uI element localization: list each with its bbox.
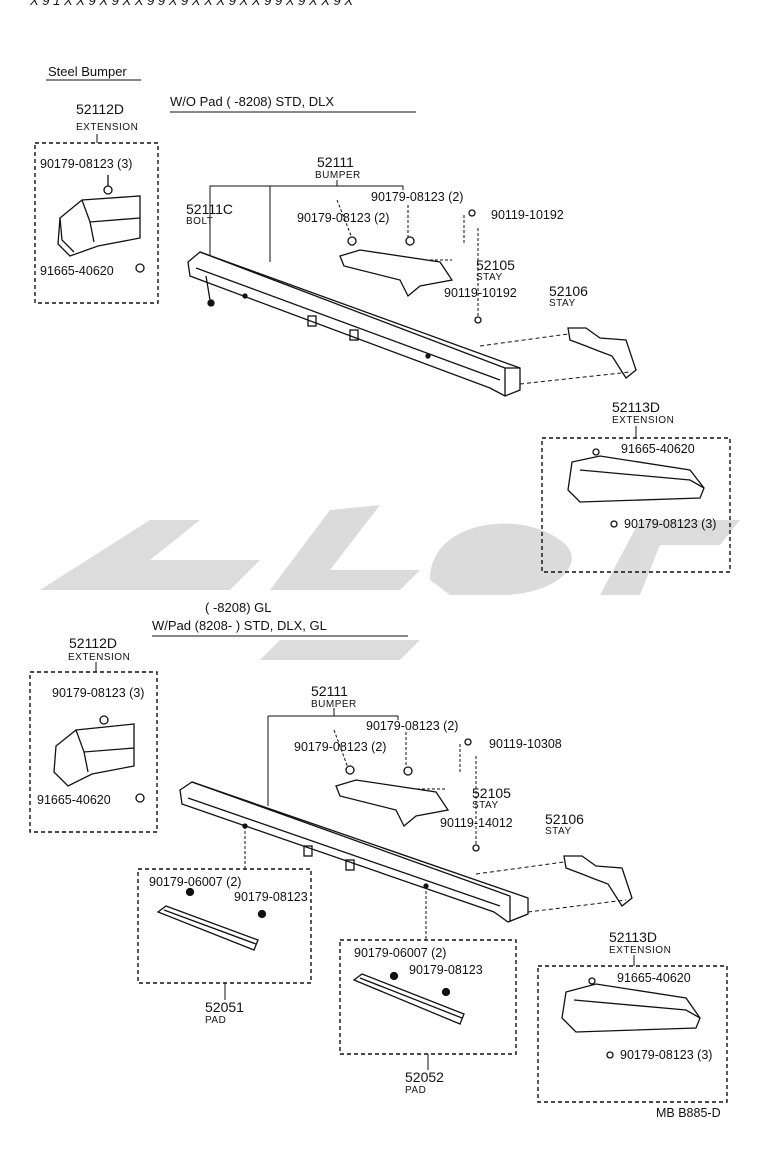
bottom-variant-line1: ( -8208) GL (205, 600, 271, 615)
pad-left-part (156, 887, 267, 951)
top-bolt-part: 52111C (186, 201, 233, 217)
bottom-ext-right-bolt: 91665-40620 (617, 971, 691, 985)
top-ext-right-name: EXTENSION (612, 415, 674, 426)
figure-code: MB B885-D (656, 1106, 721, 1120)
bottom-ext-left-name: EXTENSION (68, 652, 130, 663)
dashed-link (475, 861, 627, 913)
top-ext-right-box (541, 437, 731, 573)
top-ext-right-bolt: 91665-40620 (621, 442, 695, 456)
extension-right-part (567, 448, 705, 528)
top-ext-left-name: EXTENSION (76, 122, 138, 133)
top-bumper-name: BUMPER (315, 170, 361, 181)
stay-left-top (339, 209, 482, 324)
bottom-bumper-name: BUMPER (311, 699, 357, 710)
bottom-nut-a: 90179-08123 (2) (294, 740, 386, 754)
bottom-bumper-part: 52111 (311, 683, 348, 699)
top-stay-l-part: 52105 (476, 257, 515, 273)
bottom-bolt-a: 90119-10308 (489, 737, 562, 751)
section-title: Steel Bumper (48, 64, 127, 79)
leader (336, 199, 479, 318)
bottom-ext-left-part: 52112D (69, 635, 117, 651)
top-variant-label: W/O Pad ( -8208) STD, DLX (170, 94, 334, 109)
dashed-link (479, 333, 631, 385)
watermark-logo (40, 505, 740, 660)
header-garble: X 9 1 X X 9 X 9 X X 9 9 X 9 X X X 9 X X … (29, 0, 354, 8)
top-stay-l-name: STAY (476, 272, 503, 283)
extension-left-part-2 (53, 715, 145, 803)
stay-right-bottom (563, 855, 633, 907)
bottom-stay-r-part: 52106 (545, 811, 584, 827)
bottom-ext-left-bolt: 91665-40620 (37, 793, 111, 807)
bottom-bumper-bracket (267, 708, 399, 806)
extension-left-part (57, 175, 145, 273)
pad-left-part-no: 52051 (205, 999, 244, 1015)
bumper-bar-top (187, 251, 521, 397)
top-ext-left-box (34, 142, 159, 304)
bottom-stay-r-name: STAY (545, 826, 572, 837)
bottom-ext-left-box (29, 671, 158, 833)
top-bolt-b: 90119-10192 (444, 286, 517, 300)
top-ext-left-nut: 90179-08123 (3) (40, 157, 132, 171)
top-ext-right-nut: 90179-08123 (3) (624, 517, 716, 531)
top-bumper-part: 52111 (317, 154, 354, 170)
pad-left-name: PAD (205, 1015, 226, 1026)
bottom-ext-right-part: 52113D (609, 929, 657, 945)
top-ext-right-part: 52113D (612, 399, 660, 415)
top-nut-b: 90179-08123 (2) (371, 190, 463, 204)
top-bolt-a: 90119-10192 (491, 208, 564, 222)
bottom-stay-l-part: 52105 (472, 785, 511, 801)
pad-left-nut: 90179-08123 (234, 890, 308, 904)
top-assembly: W/O Pad ( -8208) STD, DLX 52112D EXTENSI… (34, 94, 731, 573)
pad-right-name: PAD (405, 1085, 426, 1096)
stay-left-bottom (335, 738, 480, 852)
bottom-ext-right-box (537, 965, 728, 1103)
pad-right-part (352, 971, 465, 1025)
pad-left-clip: 90179-06007 (2) (149, 875, 241, 889)
top-stay-r-part: 52106 (549, 283, 588, 299)
stay-right-top (567, 327, 637, 379)
top-ext-left-bolt: 91665-40620 (40, 264, 114, 278)
pad-right-nut: 90179-08123 (409, 963, 483, 977)
pad-right-clip: 90179-06007 (2) (354, 946, 446, 960)
bottom-nut-b: 90179-08123 (2) (366, 719, 458, 733)
top-ext-left-part: 52112D (76, 101, 124, 117)
bottom-variant-line2: W/Pad (8208- ) STD, DLX, GL (152, 618, 327, 633)
top-bolt-name: BOLT (186, 216, 213, 227)
bottom-ext-left-nut: 90179-08123 (3) (52, 686, 144, 700)
pad-right-part-no: 52052 (405, 1069, 444, 1085)
bottom-ext-right-nut: 90179-08123 (3) (620, 1048, 712, 1062)
bottom-assembly: ( -8208) GL W/Pad (8208- ) STD, DLX, GL … (29, 600, 728, 1103)
bottom-ext-right-name: EXTENSION (609, 945, 671, 956)
extension-right-part-2 (561, 977, 701, 1059)
bottom-stay-l-name: STAY (472, 800, 499, 811)
top-nut-a: 90179-08123 (2) (297, 211, 389, 225)
top-stay-r-name: STAY (549, 298, 576, 309)
